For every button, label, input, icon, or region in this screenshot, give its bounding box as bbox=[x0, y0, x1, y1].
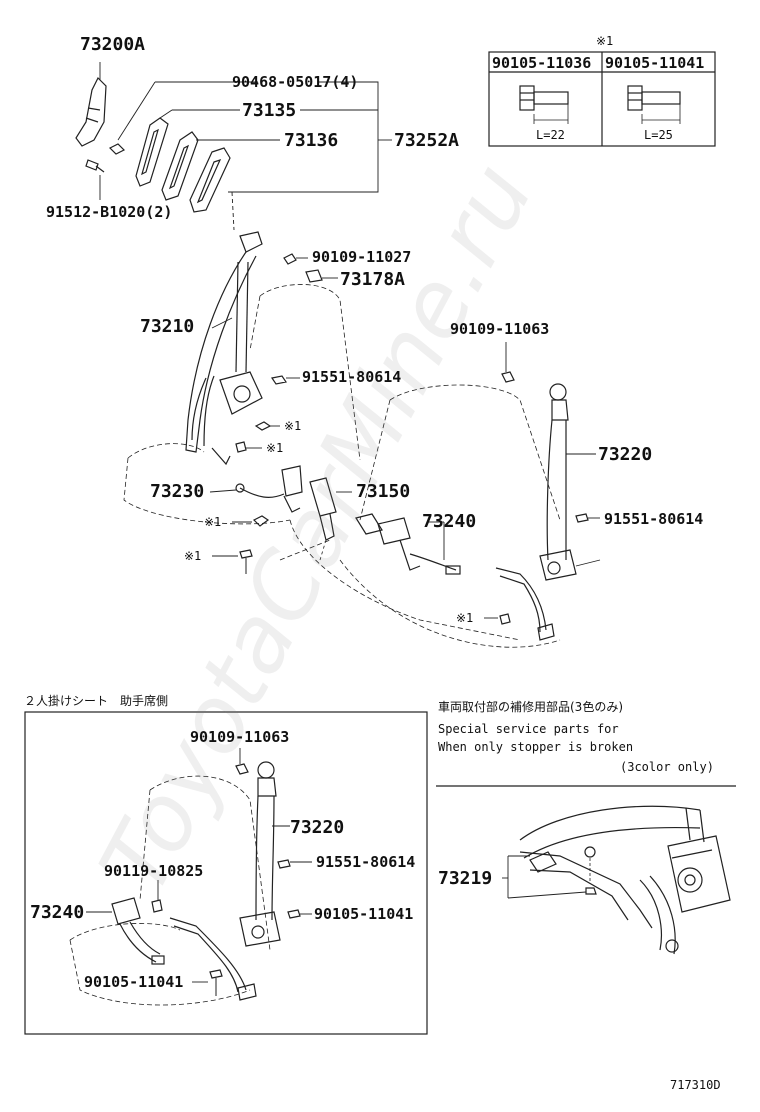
bolt-icon-b bbox=[235, 441, 262, 453]
seat-outline-lower bbox=[69, 775, 271, 1006]
nut-icon-c bbox=[232, 515, 270, 527]
nut-icon-a bbox=[254, 421, 280, 431]
seat-belt-73220 bbox=[495, 383, 596, 641]
bolt-lower-90105-a-icon bbox=[287, 909, 312, 919]
label-73220: 73220 bbox=[598, 444, 653, 465]
label-91512: 91512-B1020(2) bbox=[46, 203, 173, 221]
bolt-a-icon bbox=[519, 85, 569, 124]
lower-label-73220: 73220 bbox=[290, 817, 345, 838]
lower-right-title: 車両取付部の補修用部品(3色のみ) bbox=[438, 700, 623, 714]
stopper-detail bbox=[502, 805, 731, 955]
lower-label-90109-11063: 90109-11063 bbox=[190, 728, 290, 746]
bolt-91551-icon-b bbox=[575, 513, 600, 523]
label-73136: 73136 bbox=[284, 130, 339, 151]
label-mark-b: ※1 bbox=[266, 441, 284, 455]
cover-73252a bbox=[189, 147, 231, 213]
buckle-73150 bbox=[309, 477, 352, 561]
anchor-plate-73200a bbox=[75, 62, 107, 147]
lower-right-line2: When only stopper is broken bbox=[438, 740, 634, 754]
part-73178a-icon bbox=[305, 269, 338, 283]
bolt-90109-11027-icon bbox=[283, 253, 308, 265]
table-length-b: L=25 bbox=[644, 128, 673, 142]
buckle-73240-lower bbox=[86, 897, 165, 965]
label-mark-c: ※1 bbox=[204, 515, 222, 529]
lower-right-line3: (3color only) bbox=[620, 760, 714, 774]
lower-label-90105-a: 90105-11041 bbox=[314, 905, 414, 923]
seat-outline-right bbox=[279, 384, 561, 648]
label-mark-d: ※1 bbox=[184, 549, 202, 563]
table-part-a: 90105-11036 bbox=[492, 54, 592, 72]
label-73150: 73150 bbox=[356, 481, 411, 502]
label-73210: 73210 bbox=[140, 316, 195, 337]
lower-label-91551: 91551-80614 bbox=[316, 853, 416, 871]
bolt-b-icon bbox=[627, 85, 681, 124]
table-length-a: L=22 bbox=[536, 128, 565, 142]
label-91551-b: 91551-80614 bbox=[604, 510, 704, 528]
cover-73135 bbox=[135, 109, 240, 187]
lower-label-90105-b: 90105-11041 bbox=[84, 973, 184, 991]
bolt-icon-d bbox=[212, 549, 253, 574]
bolt-reference-table bbox=[488, 51, 716, 147]
bolt-icon-e bbox=[484, 613, 511, 625]
label-91551-a: 91551-80614 bbox=[302, 368, 402, 386]
label-73219: 73219 bbox=[438, 868, 493, 889]
screw-90468-icon bbox=[108, 81, 258, 155]
lower-left-title: ２人掛けシート 助手席側 bbox=[24, 694, 169, 708]
seat-belt-73210 bbox=[185, 231, 263, 466]
buckle-73240 bbox=[355, 513, 461, 575]
passenger-side-box bbox=[24, 711, 428, 1035]
label-73135: 73135 bbox=[242, 100, 297, 121]
bolt-91512-icon bbox=[85, 159, 105, 200]
lower-right-line1: Special service parts for bbox=[438, 722, 619, 736]
bolt-91551-icon-a bbox=[271, 375, 300, 385]
bolt-90109-11063-icon bbox=[501, 342, 515, 383]
bolt-lower-90109-icon bbox=[235, 748, 249, 775]
label-73240: 73240 bbox=[422, 511, 477, 532]
buckle-73230 bbox=[209, 465, 303, 513]
label-73252a: 73252A bbox=[394, 130, 460, 151]
bolt-lower-90119-icon bbox=[151, 880, 163, 913]
label-mark-e: ※1 bbox=[456, 611, 474, 625]
label-73178a: 73178A bbox=[340, 269, 406, 290]
bolt-lower-90105-b-icon bbox=[192, 969, 223, 996]
table-part-b: 90105-11041 bbox=[605, 54, 705, 72]
cover-73136 bbox=[161, 131, 280, 201]
label-73230: 73230 bbox=[150, 481, 205, 502]
label-73200a: 73200A bbox=[80, 34, 146, 55]
bolt-lower-91551-icon bbox=[277, 859, 312, 869]
seat-outline-left bbox=[123, 284, 361, 525]
table-mark: ※1 bbox=[596, 34, 614, 48]
label-90109-11063: 90109-11063 bbox=[450, 320, 550, 338]
diagram-id: 717310D bbox=[670, 1078, 721, 1092]
label-90468: 90468-05017(4) bbox=[232, 73, 359, 91]
label-mark-a: ※1 bbox=[284, 419, 302, 433]
label-90109-11027: 90109-11027 bbox=[312, 248, 412, 266]
seat-belt-73220-lower bbox=[169, 761, 290, 1001]
lower-label-90119: 90119-10825 bbox=[104, 862, 204, 880]
lower-label-73240: 73240 bbox=[30, 902, 85, 923]
